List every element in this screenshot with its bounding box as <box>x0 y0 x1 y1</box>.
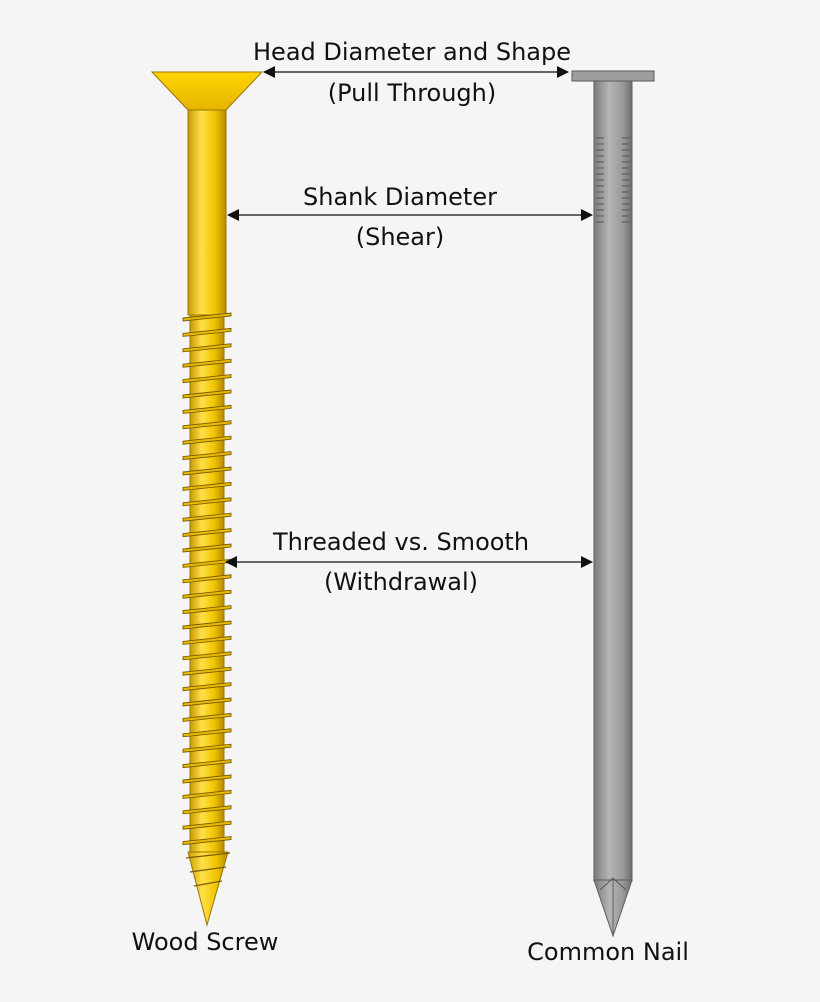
head-annotation-title: Head Diameter and Shape <box>253 38 571 66</box>
nail-head <box>571 70 655 82</box>
screw-thread <box>182 420 232 430</box>
screw-threads <box>182 312 232 846</box>
nail-grip-marks <box>596 137 630 223</box>
screw-thread <box>182 635 232 645</box>
screw-thread <box>182 805 232 815</box>
screw-thread <box>182 605 232 615</box>
screw-thread <box>182 497 232 507</box>
common-nail <box>571 70 655 938</box>
screw-thread <box>182 389 232 399</box>
screw-thread <box>182 820 232 830</box>
screw-thread <box>182 759 232 769</box>
screw-thread <box>182 589 232 599</box>
screw-thread <box>182 435 232 445</box>
screw-thread <box>182 620 232 630</box>
screw-thread <box>182 743 232 753</box>
screw-thread <box>182 312 232 322</box>
wood-screw <box>150 71 264 927</box>
nail-shank <box>593 80 633 882</box>
wood-screw-label: Wood Screw <box>132 928 279 956</box>
screw-thread <box>182 651 232 661</box>
screw-smooth-shank <box>187 109 227 316</box>
screw-thread <box>182 774 232 784</box>
screw-thread <box>182 574 232 584</box>
shank-annotation-subtitle: (Shear) <box>356 223 445 251</box>
screw-tip-thread <box>185 852 231 859</box>
screw-thread <box>182 712 232 722</box>
screw-thread <box>182 543 232 553</box>
screw-thread <box>182 327 232 337</box>
screw-thread <box>182 836 232 846</box>
screw-thread <box>182 728 232 738</box>
screw-thread <box>182 682 232 692</box>
screw-thread <box>182 481 232 491</box>
screw-thread <box>182 666 232 676</box>
screw-tip-thread <box>189 866 227 873</box>
screw-thread <box>182 466 232 476</box>
common-nail-label: Common Nail <box>527 938 689 966</box>
screw-thread <box>182 404 232 414</box>
screw-tip-thread <box>193 880 223 887</box>
screw-thread <box>182 374 232 384</box>
screw-thread <box>182 789 232 799</box>
screw-tip <box>187 851 229 927</box>
screw-thread <box>182 512 232 522</box>
screw-thread <box>182 343 232 353</box>
screw-thread <box>182 528 232 538</box>
shank-annotation-title: Shank Diameter <box>303 183 497 211</box>
screw-thread <box>182 358 232 368</box>
thread-annotation-title: Threaded vs. Smooth <box>272 528 529 556</box>
screw-head <box>150 71 264 111</box>
head-annotation-subtitle: (Pull Through) <box>328 79 497 107</box>
thread-annotation-subtitle: (Withdrawal) <box>324 568 478 596</box>
screw-tip-threads <box>185 852 231 887</box>
screw-thread <box>182 451 232 461</box>
screw-thread <box>182 697 232 707</box>
